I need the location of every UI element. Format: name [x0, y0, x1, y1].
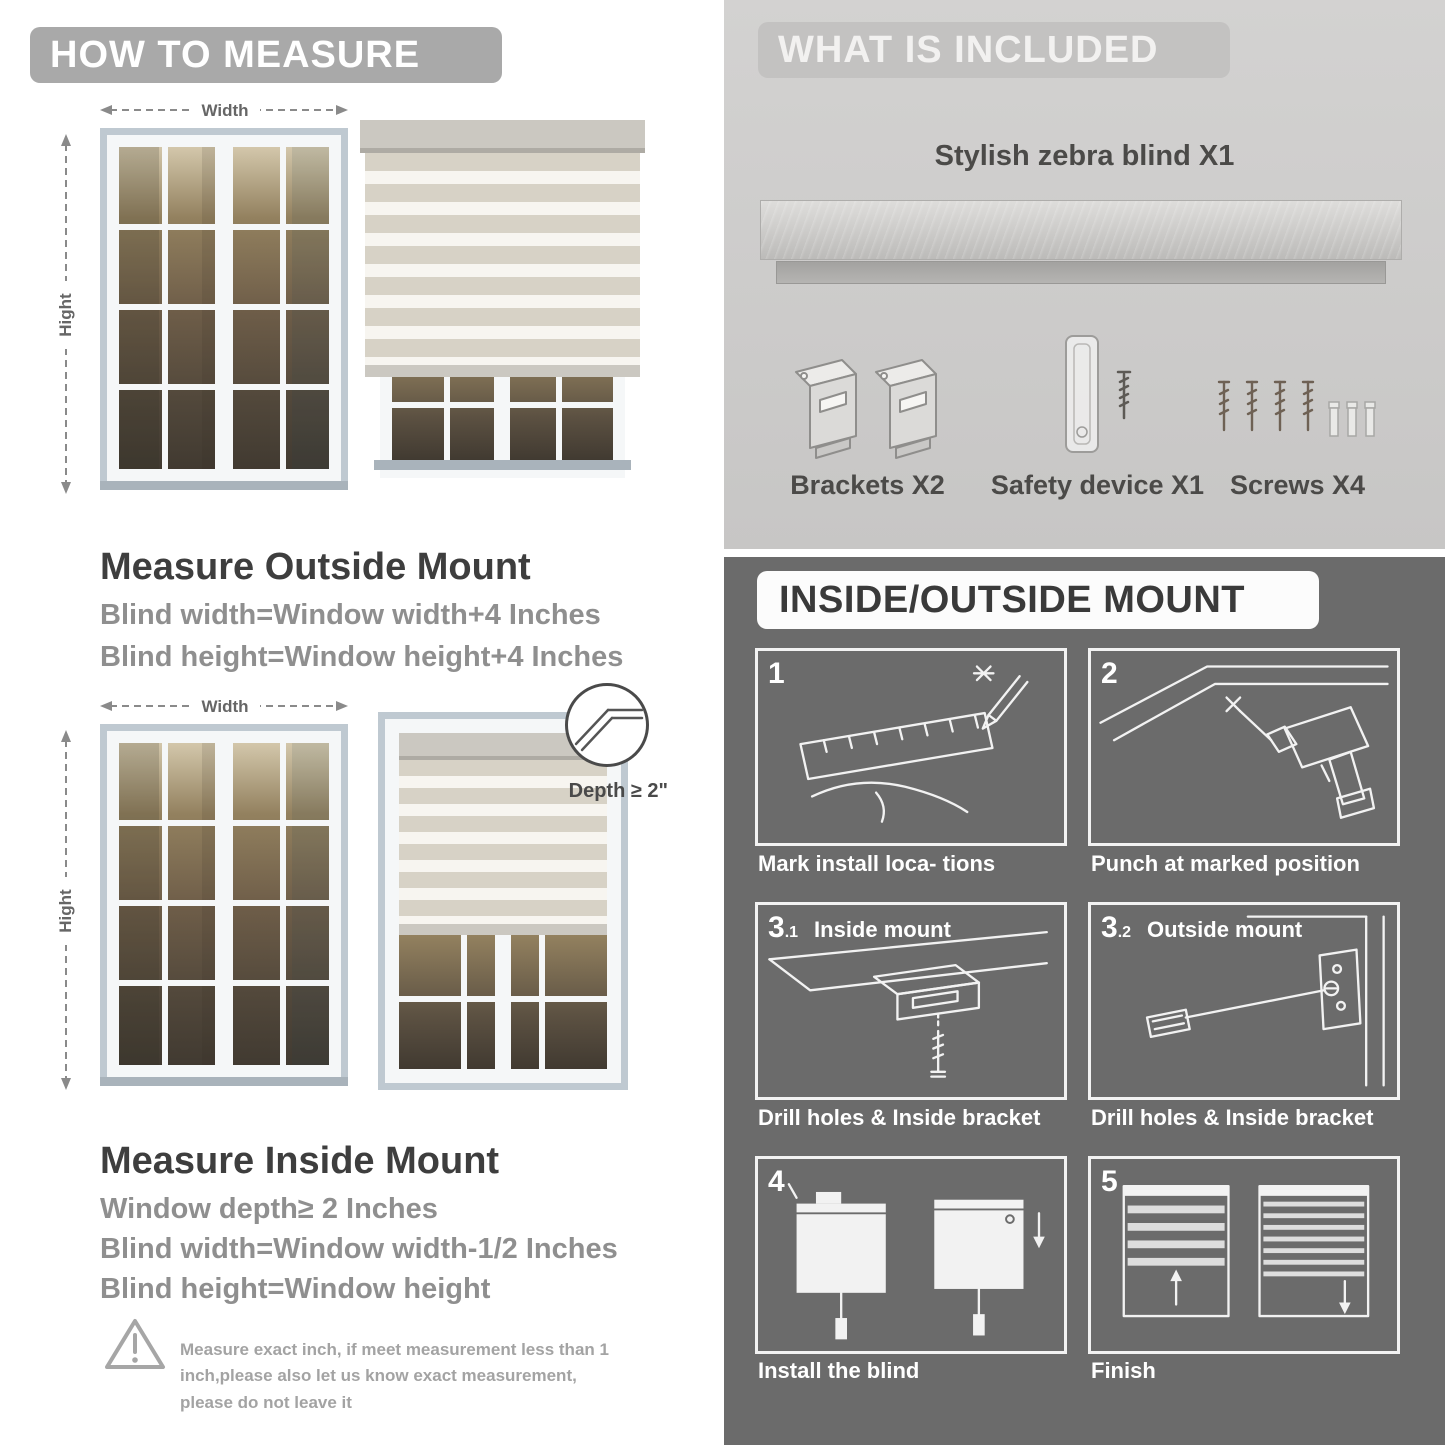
screws-label: Screws X4 [1229, 470, 1366, 500]
mark-location-illustration [799, 665, 1029, 823]
step-3-1-panel: 3.1 Inside mount [755, 902, 1067, 1100]
width-label: Width [201, 101, 248, 120]
what-is-included-header: WHAT IS INCLUDED [758, 22, 1230, 78]
measure-outside-title: Measure Outside Mount [100, 545, 531, 588]
brackets-icon [795, 359, 937, 459]
step-3-2-number: 3.2 Outside mount [1101, 911, 1303, 944]
brackets-label: Brackets X2 [790, 470, 945, 500]
step-5-number: 5 [1101, 1165, 1118, 1198]
step-5-panel: 5 [1088, 1156, 1400, 1354]
drill-illustration [1099, 665, 1389, 819]
height-label: Hight [56, 889, 75, 933]
inside-bracket-illustration [768, 930, 1048, 1078]
step-3-2-caption: Drill holes & Inside bracket [1091, 1105, 1374, 1130]
outside-height-formula: Blind height=Window height+4 Inches [100, 641, 624, 673]
what-is-included-title: WHAT IS INCLUDED [778, 28, 1159, 71]
step-3-2-panel: 3.2 Outside mount [1088, 902, 1400, 1100]
mount-header: INSIDE/OUTSIDE MOUNT [757, 571, 1319, 629]
step-1-panel: 1 [755, 648, 1067, 846]
step-2-number: 2 [1101, 657, 1118, 690]
measurement-warning-text: Measure exact inch, if meet measurement … [180, 1340, 609, 1412]
safety-device-label: Safety device X1 [990, 470, 1205, 500]
mount-title: INSIDE/OUTSIDE MOUNT [779, 578, 1246, 621]
outside-width-formula: Blind width=Window width+4 Inches [100, 599, 601, 631]
headrail-illustration [760, 200, 1402, 260]
step-2-caption: Punch at marked position [1091, 851, 1360, 876]
headrail-lip-illustration [776, 261, 1386, 284]
step-2-panel: 2 [1088, 648, 1400, 846]
inside-height-formula: Blind height=Window height [100, 1273, 491, 1305]
zebra-blind-outside-illustration [360, 120, 645, 478]
step-3-1-number: 3.1 Inside mount [768, 911, 951, 944]
warning-icon [105, 1319, 165, 1369]
outside-bracket-illustration [1145, 915, 1385, 1087]
product-label: Stylish zebra blind X1 [934, 140, 1235, 172]
step-4-panel: 4 [755, 1156, 1067, 1354]
window-measure-illustration-outside: Width Hight [55, 99, 348, 494]
finish-blinds-illustration [1122, 1184, 1370, 1318]
mount-section [724, 557, 1445, 1445]
frame-corner-icon [574, 708, 644, 752]
safety-device-icon [1065, 335, 1132, 453]
window-measure-illustration-inside: Width Hight [55, 695, 348, 1090]
measure-inside-title: Measure Inside Mount [100, 1139, 500, 1182]
depth-label: Depth ≥ 2" [568, 780, 668, 802]
zebra-blind-inside-illustration [378, 712, 628, 1090]
step-5-caption: Finish [1091, 1358, 1156, 1383]
how-to-measure-header: HOW TO MEASURE [30, 27, 502, 83]
inside-width-formula: Blind width=Window width-1/2 Inches [100, 1233, 618, 1265]
step-4-number: 4 [768, 1165, 785, 1198]
width-label: Width [201, 697, 248, 716]
step-3-1-caption: Drill holes & Inside bracket [758, 1105, 1041, 1130]
install-blind-illustration [787, 1183, 1045, 1340]
height-label: Hight [56, 293, 75, 337]
screws-icon [1217, 380, 1376, 437]
how-to-measure-title: HOW TO MEASURE [50, 33, 421, 76]
step-4-caption: Install the blind [758, 1358, 920, 1383]
step-1-caption: Mark install loca- tions [758, 851, 996, 876]
step-1-number: 1 [768, 657, 785, 690]
depth-detail-circle [565, 683, 649, 767]
inside-depth-rule: Window depth≥ 2 Inches [100, 1193, 438, 1225]
